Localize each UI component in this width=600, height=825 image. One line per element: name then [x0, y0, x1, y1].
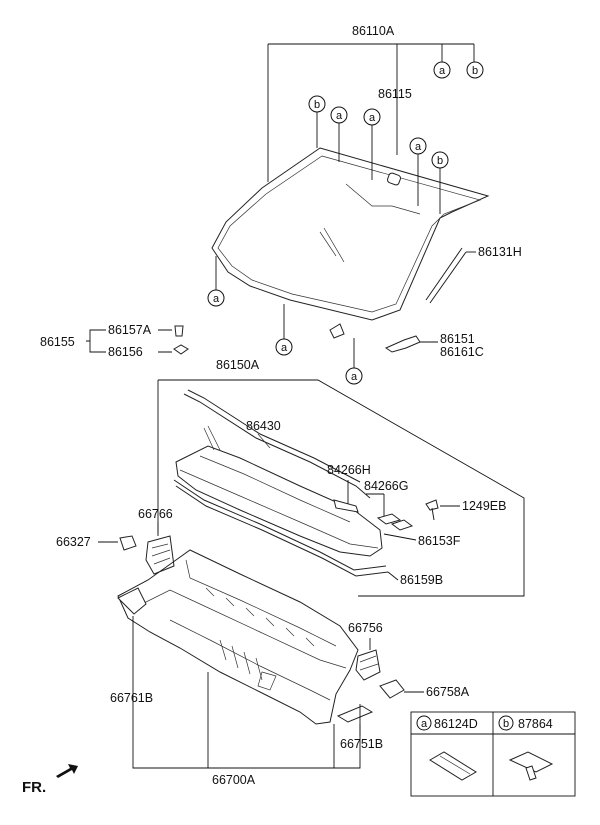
insulator-part	[145, 535, 175, 575]
label-86115: 86115	[378, 87, 412, 101]
cowl-trim-part	[173, 479, 389, 577]
legend-b-badge: b	[498, 715, 514, 731]
bracket-66756-part	[355, 649, 381, 681]
front-arrow-icon	[56, 764, 78, 778]
callout-a-3: a	[409, 137, 427, 155]
label-1249eb: 1249EB	[462, 499, 506, 513]
callout-a-2: a	[363, 108, 381, 126]
svg-text:a: a	[415, 141, 422, 153]
mirror-mount-part	[386, 172, 402, 186]
legend-table: a 86124D b 87864	[410, 711, 576, 797]
svg-text:a: a	[281, 342, 288, 354]
label-66761b: 66761B	[110, 691, 153, 705]
svg-text:b: b	[503, 718, 509, 730]
callout-b-2: b	[431, 151, 449, 169]
label-86110a: 86110A	[352, 24, 395, 38]
fr-label: FR.	[22, 779, 46, 796]
dash-group: 66766 66327 66756 66758A 66751B 66761B 6…	[56, 507, 470, 787]
clip-b-part	[173, 344, 189, 355]
dash-panel-part	[117, 549, 359, 725]
cowl-seal-part	[183, 389, 371, 499]
screw-part	[425, 499, 439, 521]
label-66766: 66766	[138, 507, 173, 521]
svg-text:a: a	[369, 112, 376, 124]
label-86151: 86151	[440, 332, 475, 346]
label-86155: 86155	[40, 335, 75, 349]
label-66751b: 66751B	[340, 737, 383, 751]
front-direction-indicator: FR.	[22, 764, 78, 796]
callout-b-top: b	[466, 61, 484, 79]
label-86150a: 86150A	[216, 358, 260, 372]
cowl-group: 86150A 86430 86159B 84266H 84266G 86153F…	[157, 358, 525, 597]
label-66756: 66756	[348, 621, 383, 635]
label-86153f: 86153F	[418, 534, 461, 548]
callout-a-5: a	[275, 338, 293, 356]
tape-part	[429, 751, 477, 781]
bracket-66751b-part	[336, 705, 374, 723]
side-panel-part	[117, 587, 147, 615]
label-86157a: 86157A	[108, 323, 152, 337]
label-84266h: 84266H	[327, 463, 371, 477]
legend-a-badge: a	[416, 715, 432, 731]
bracket-66758a-part	[379, 679, 405, 699]
callout-a-1: a	[330, 106, 348, 124]
svg-text:b: b	[314, 99, 320, 111]
callout-a-4: a	[207, 289, 225, 307]
label-66327: 66327	[56, 535, 91, 549]
svg-text:b: b	[437, 155, 443, 167]
windshield-group: 86110A a b 86115 86131H b a a	[207, 24, 522, 385]
svg-text:a: a	[421, 718, 428, 730]
callout-a-top: a	[433, 61, 451, 79]
moulding-part	[425, 247, 467, 304]
label-86131h: 86131H	[478, 245, 522, 259]
clip-84266g-part	[376, 513, 402, 525]
svg-text:b: b	[472, 65, 478, 77]
clip-84266h-part	[333, 499, 359, 513]
callout-b-1: b	[308, 95, 326, 113]
svg-text:a: a	[213, 293, 220, 305]
svg-text:a: a	[336, 110, 343, 122]
callout-a-6: a	[345, 367, 363, 385]
label-86156: 86156	[108, 345, 143, 359]
windshield-glass	[211, 147, 490, 321]
clip-a-part	[174, 325, 184, 337]
grommet-part	[119, 535, 137, 551]
clip-group: 86155 86157A 86156	[40, 323, 189, 359]
bracket-group-86151: 86151 86161C	[384, 332, 484, 359]
label-66700a: 66700A	[212, 773, 256, 787]
label-84266g: 84266G	[364, 479, 408, 493]
legend-b-part: 87864	[518, 717, 553, 731]
svg-text:a: a	[351, 371, 358, 383]
label-86161c: 86161C	[440, 345, 484, 359]
svg-text:a: a	[439, 65, 446, 77]
bracket-86151-part	[384, 335, 421, 353]
label-66758a: 66758A	[426, 685, 470, 699]
label-86159b: 86159B	[400, 573, 443, 587]
legend-a-part: 86124D	[434, 717, 478, 731]
label-86430: 86430	[246, 419, 281, 433]
cowl-panel-part	[175, 445, 383, 557]
